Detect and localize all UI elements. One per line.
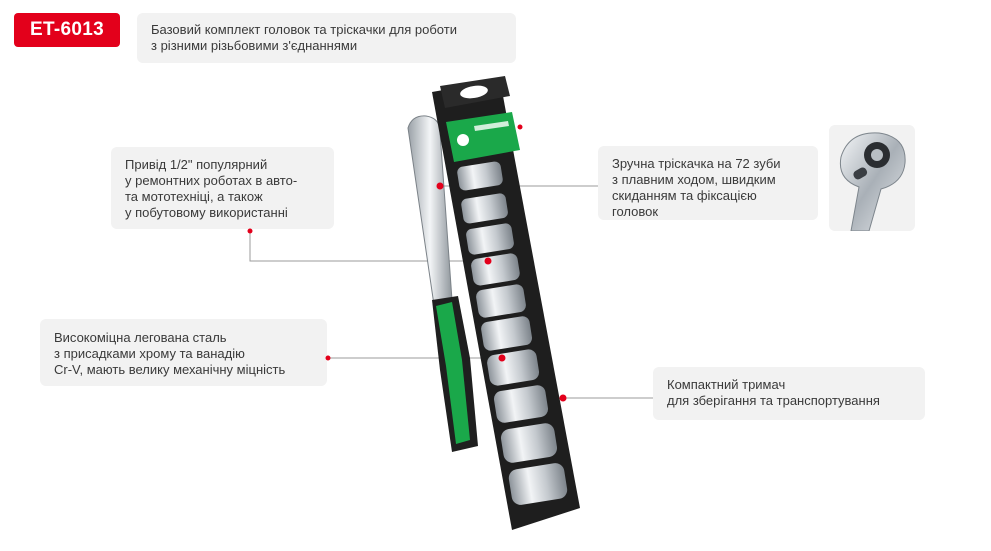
callout-set-description: Базовий комплект головок та тріскачки дл… <box>137 13 516 63</box>
callout-holder: Компактний тримач для зберігання та тран… <box>653 367 925 420</box>
red-dot-marker <box>559 394 567 402</box>
red-dot-marker <box>247 228 253 234</box>
socket <box>500 423 558 463</box>
socket <box>471 253 520 286</box>
red-dot-marker <box>436 182 444 190</box>
callout-ratchet-teeth: Зручна тріскачка на 72 зуби з плавним хо… <box>598 146 818 220</box>
callout-drive-size: Привід 1/2" популярний у ремонтних робот… <box>111 147 334 229</box>
socket-set <box>457 161 568 505</box>
socket <box>493 385 549 423</box>
red-dot-marker <box>484 257 492 265</box>
callout-markers <box>247 124 567 402</box>
red-dot-marker <box>517 124 523 130</box>
socket <box>481 316 533 351</box>
socket <box>508 463 568 505</box>
ratchet-head-thumbnail <box>829 125 915 231</box>
socket <box>476 284 526 318</box>
red-dot-marker <box>325 355 331 361</box>
socket <box>466 223 514 255</box>
socket <box>461 193 508 224</box>
red-dot-marker <box>498 354 506 362</box>
ratchet-head-icon <box>839 132 906 231</box>
product-code-badge: ET-6013 <box>14 13 120 47</box>
socket <box>457 161 503 191</box>
callout-steel-material: Високоміцна легована сталь з присадками … <box>40 319 327 386</box>
